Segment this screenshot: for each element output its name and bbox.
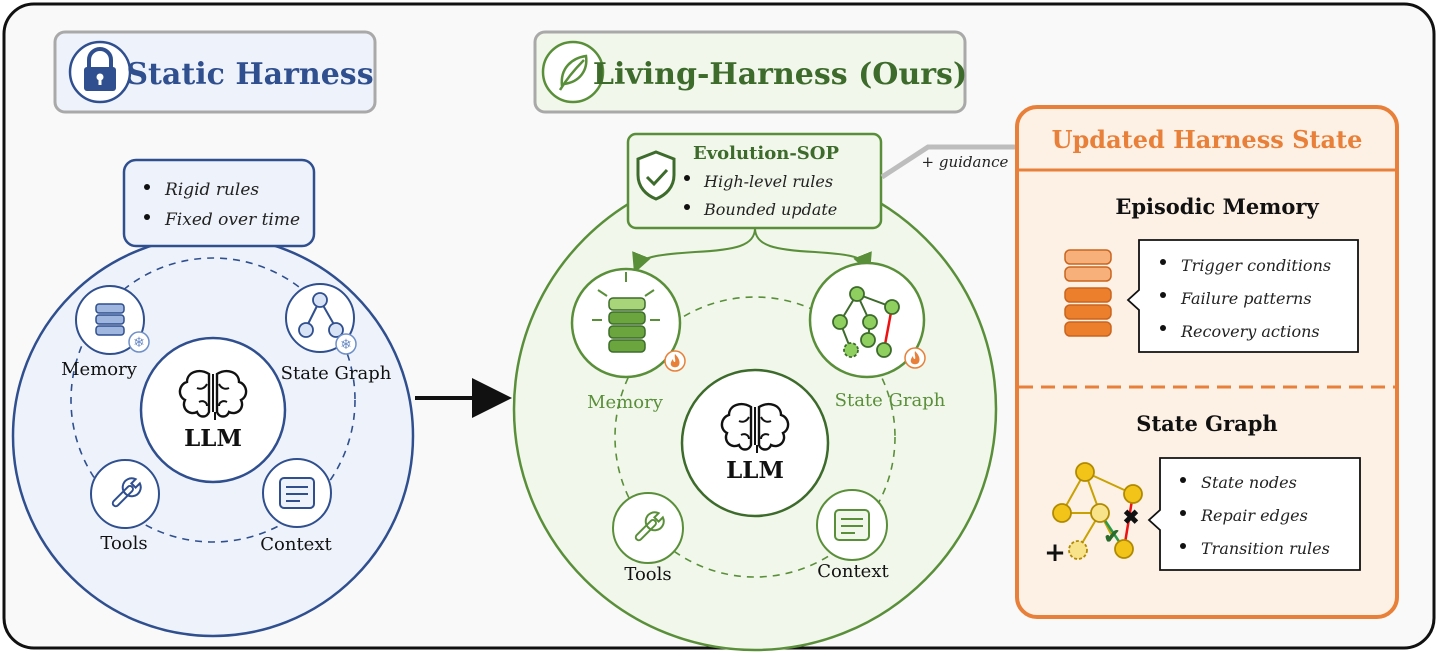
static-title-box — [53, 30, 377, 114]
wrench-icon — [634, 511, 665, 542]
static-context-label: Context — [260, 534, 332, 555]
episodic-item-1: Trigger conditions — [1181, 256, 1331, 275]
snowflake-icon: ❄ — [128, 331, 150, 353]
svg-text:❄: ❄ — [133, 335, 145, 351]
updated-state-graph-title: State Graph — [1136, 411, 1277, 436]
brain-icon — [178, 370, 248, 420]
graph-icon — [832, 286, 900, 358]
static-rule-2: Fixed over time — [164, 210, 300, 230]
static-rules-box — [122, 158, 316, 248]
episodic-callout — [1126, 239, 1359, 353]
state-graph-item-1: State nodes — [1201, 473, 1297, 492]
living-dashed-orbit — [614, 296, 896, 578]
database-icon — [1064, 249, 1112, 337]
brain-icon — [720, 403, 790, 453]
state-graph-item-2: Repair edges — [1200, 506, 1308, 525]
static-harness-panel: Static Harness Rigid rules Fixed over ti… — [11, 30, 415, 638]
document-icon — [834, 509, 870, 541]
database-icon — [95, 303, 125, 336]
sop-rule-2: Bounded update — [703, 200, 837, 219]
document-icon — [279, 477, 315, 509]
living-title: Living-Harness (Ours) — [593, 57, 967, 92]
sop-rule-1: High-level rules — [703, 172, 833, 191]
svg-text:✖: ✖ — [1123, 505, 1140, 529]
shield-check-icon — [636, 150, 676, 201]
living-tools-label: Tools — [624, 564, 671, 585]
guidance-label: + guidance — [922, 153, 1009, 171]
living-llm-label: LLM — [726, 457, 784, 484]
living-title-box — [533, 30, 967, 114]
episodic-item-2: Failure patterns — [1180, 289, 1312, 308]
graph-icon — [298, 292, 344, 338]
database-icon — [592, 272, 660, 353]
living-state-graph-label: State Graph — [835, 390, 946, 411]
sop-to-state-graph-arrow — [754, 227, 872, 274]
static-state-graph-label: State Graph — [281, 363, 392, 384]
static-llm-label: LLM — [184, 425, 242, 452]
static-dashed-orbit — [70, 257, 356, 543]
living-memory-label: Memory — [587, 392, 664, 413]
flame-icon — [664, 350, 686, 372]
episodic-item-3: Recovery actions — [1180, 322, 1320, 341]
updated-harness-state-panel: Updated Harness State Episodic Memory Tr… — [1015, 105, 1399, 619]
updated-title: Updated Harness State — [1052, 125, 1363, 154]
leaf-icon — [541, 40, 605, 104]
living-harness-panel: Living-Harness (Ours) Evolution-SOP High… — [512, 30, 1016, 652]
graph-icon: + ✔ ✖ — [1044, 462, 1143, 568]
svg-text:❄: ❄ — [340, 337, 352, 353]
guidance-connector — [880, 144, 1016, 180]
sop-title: Evolution-SOP — [693, 143, 840, 164]
static-title: Static Harness — [126, 57, 373, 92]
snowflake-icon: ❄ — [335, 333, 357, 355]
state-graph-item-3: Transition rules — [1201, 539, 1330, 558]
static-rule-1: Rigid rules — [164, 180, 259, 200]
sop-to-memory-arrow — [632, 227, 756, 274]
living-context-label: Context — [817, 561, 889, 582]
svg-text:+: + — [1044, 538, 1066, 568]
static-tools-label: Tools — [100, 533, 147, 554]
episodic-memory-title: Episodic Memory — [1115, 194, 1319, 219]
wrench-icon — [111, 477, 142, 508]
state-graph-callout — [1147, 457, 1361, 571]
lock-icon — [68, 40, 132, 104]
static-memory-label: Memory — [61, 359, 138, 380]
flame-icon — [904, 347, 926, 369]
svg-text:✔: ✔ — [1104, 524, 1121, 548]
